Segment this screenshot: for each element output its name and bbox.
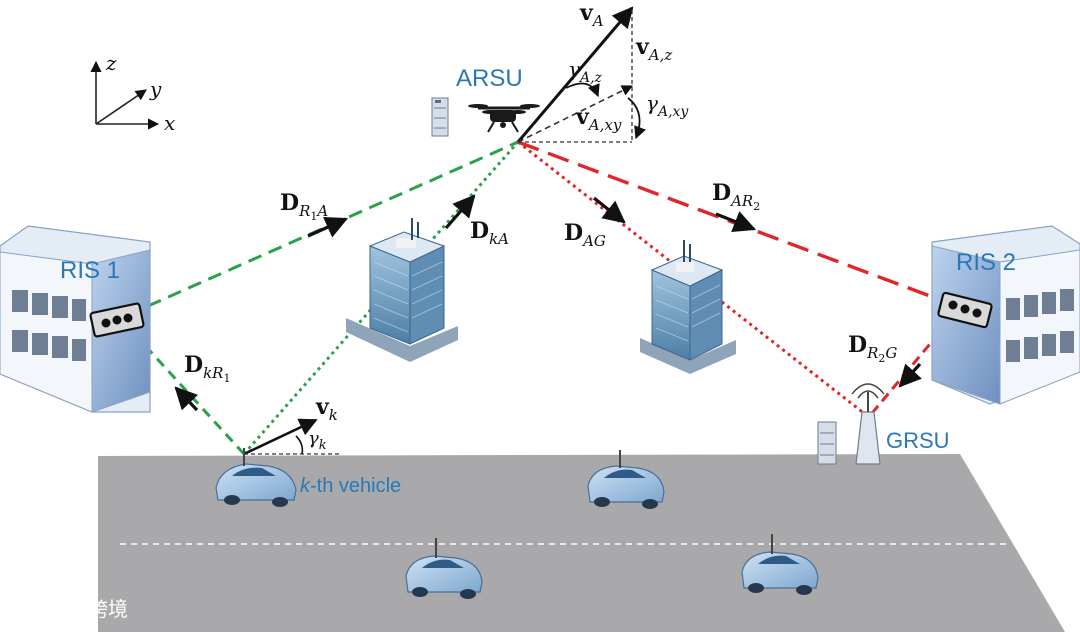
skyscraper-left — [346, 218, 458, 362]
skyscraper-right — [640, 240, 736, 374]
vehicle-k — [215, 448, 297, 507]
link-direction-arrows — [174, 194, 922, 412]
vehicle-2 — [587, 450, 665, 509]
grsu-node: GRSU — [817, 383, 950, 465]
label-v-axy: vA,xy — [575, 104, 622, 134]
label-gamma-axy: γA,xy — [646, 91, 689, 120]
label-d-r2g: DR2G — [848, 332, 897, 365]
coordinate-axes: z y x — [90, 51, 175, 135]
label-d-r1a: DR1A — [280, 190, 328, 223]
arsu-node: ARSU — [431, 65, 540, 137]
ris2-building: RIS 2 — [931, 225, 1080, 405]
label-v-k: vk — [315, 394, 338, 424]
base-station-tower-icon — [851, 383, 885, 465]
uav-velocity-vectors — [516, 6, 646, 143]
link-arsu-ris2 — [517, 140, 931, 298]
ris1-label: RIS 1 — [60, 257, 120, 284]
label-d-ka: DkA — [470, 218, 509, 248]
label-d-ar2: DAR2 — [712, 180, 760, 213]
z-axis-label: z — [105, 51, 117, 75]
watermark: 大数跨境 — [13, 597, 128, 621]
red-links — [517, 140, 952, 420]
x-axis-label: x — [164, 111, 175, 135]
y-axis-label: y — [149, 77, 162, 101]
label-gamma-az: γA,z — [568, 57, 603, 86]
arsu-label: ARSU — [456, 65, 523, 92]
grsu-server-icon — [817, 421, 837, 465]
label-d-kr1: DkR1 — [184, 352, 230, 385]
watermark-text: 大数跨境 — [48, 597, 128, 621]
vehicle-4 — [741, 534, 819, 595]
link-arsu-grsu — [517, 140, 871, 420]
ris1-building: RIS 1 — [0, 225, 151, 413]
vehicle-k-label: k-th vehicle — [300, 475, 401, 497]
grsu-label: GRSU — [886, 428, 950, 453]
label-d-ag: DAG — [564, 220, 606, 250]
arsu-server-icon — [431, 97, 449, 137]
label-v-az: vA,z — [635, 34, 672, 64]
vehicle-3 — [405, 538, 483, 599]
road — [98, 454, 1065, 632]
label-gamma-k: γk — [308, 428, 327, 453]
vehicle-velocity-vector — [243, 418, 340, 456]
drone-icon — [468, 104, 540, 133]
ris2-label: RIS 2 — [956, 249, 1016, 276]
label-v-a: vA — [579, 0, 604, 30]
